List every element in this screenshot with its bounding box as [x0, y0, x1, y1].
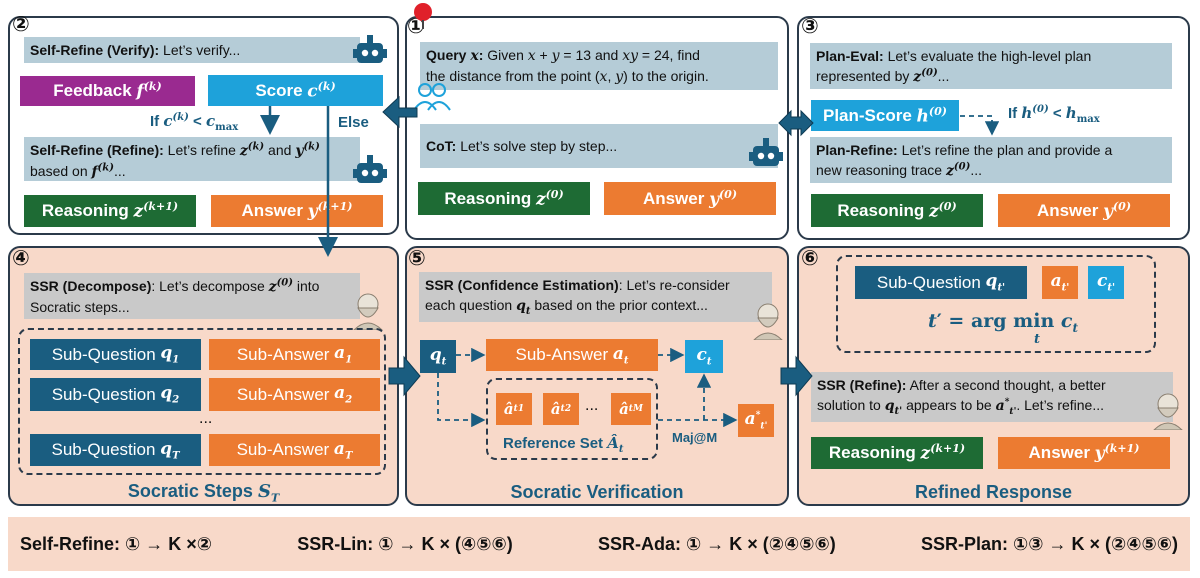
legend-ssr-plan: SSR-Plan: ①③ → K × (②④⑤⑥): [921, 533, 1178, 554]
majority-vote-label: Maj@M: [672, 430, 718, 445]
plan-score-tile: Plan-Score h(0): [811, 100, 959, 131]
robot-icon: [749, 138, 783, 166]
answer-tile: Answer y(k+1): [998, 437, 1170, 469]
score-condition-label: If c(k) < cmax: [150, 112, 239, 133]
sub-question-tile: Sub-Question qT: [30, 434, 201, 466]
reasoning-tile: Reasoning z(k+1): [24, 195, 196, 227]
robot-icon: [353, 35, 387, 63]
socrates-icon: [1153, 393, 1183, 430]
ct-tile: ct: [685, 340, 723, 373]
answer-tile: Answer y(k+1): [211, 195, 383, 227]
plan-refine-bar: Plan-Refine: Let’s refine the plan and p…: [810, 137, 1172, 183]
sub-question-tile: Sub-Question qt': [855, 266, 1027, 299]
plan-condition-label: If h(0) < hmax: [1008, 104, 1100, 125]
reference-ellipsis: ...: [585, 397, 599, 414]
answer-tile: Answer y(0): [998, 194, 1170, 227]
big-arrow-bidirectional: [778, 109, 814, 137]
reference-set-box: [486, 378, 658, 460]
feedback-tile: Feedback f(k): [20, 76, 195, 106]
a-star-tile: a*t': [738, 404, 774, 437]
query-bar: Query x: Given x + y = 13 and xy = 24, f…: [420, 42, 778, 90]
legend-ssr-ada: SSR-Ada: ① → K × (②④⑤⑥): [598, 533, 836, 554]
arrow-qt-to-refs: [437, 373, 486, 428]
sub-question-tile: Sub-Question q1: [30, 339, 201, 370]
ssr-confidence-bar: SSR (Confidence Estimation): Let’s re-co…: [419, 272, 772, 322]
sub-answer-tile: Sub-Answer a1: [209, 339, 380, 370]
sub-answer-tile: Sub-Answer at: [486, 339, 658, 371]
method-legend: Self-Refine: ① → K ×② SSR-Lin: ① → K × (…: [8, 517, 1190, 571]
reference-set-label: Reference Set Ât: [503, 434, 624, 455]
reasoning-tile: Reasoning z(0): [418, 182, 590, 215]
robot-icon: [353, 155, 387, 183]
else-label: Else: [338, 114, 369, 131]
legend-ssr-lin: SSR-Lin: ① → K × (④⑤⑥): [297, 533, 513, 554]
step-number-2: ②: [12, 12, 30, 36]
reasoning-tile: Reasoning z(k+1): [811, 437, 983, 469]
socrates-icon: [353, 293, 383, 330]
big-arrow-left: [382, 95, 418, 129]
sub-answer-tile: Sub-Answer a2: [209, 378, 380, 411]
sub-question-tile: Sub-Question q2: [30, 378, 201, 411]
socrates-icon: [753, 303, 783, 340]
plan-eval-bar: Plan-Eval: Let’s evaluate the high-level…: [810, 43, 1172, 89]
ct-tile: ct': [1088, 266, 1124, 299]
self-refine-verify-bar: Self-Refine (Verify): Let’s verify...: [24, 37, 360, 63]
step-number-5: ⑤: [408, 246, 426, 270]
qt-tile: qt: [420, 340, 456, 373]
self-refine-refine-bar: Self-Refine (Refine): Let’s refine z(k) …: [24, 137, 360, 181]
reasoning-tile: Reasoning z(0): [811, 194, 983, 227]
big-arrow-right: [780, 355, 813, 397]
big-arrow-right: [388, 355, 421, 397]
ellipsis: ...: [199, 410, 213, 427]
socratic-steps-caption: Socratic Steps ST: [127, 481, 280, 505]
at-tile: at': [1042, 266, 1078, 299]
step-number-6: ⑥: [801, 246, 819, 270]
score-tile: Score c(k): [208, 75, 383, 106]
sub-answer-tile: Sub-Answer aT: [209, 434, 380, 466]
answer-tile: Answer y(0): [604, 182, 776, 215]
legend-self-refine: Self-Refine: ① → K ×②: [20, 533, 213, 554]
cot-bar: CoT: Let’s solve step by step...: [420, 124, 778, 168]
arrow-plan-score-to-refine: [960, 115, 1000, 136]
pin-icon: [414, 3, 432, 29]
refined-response-caption: Refined Response: [914, 482, 1073, 502]
ssr-refine-bar: SSR (Refine): After a second thought, a …: [811, 372, 1173, 422]
argmin-formula: t′ = arg min ct t: [928, 310, 1079, 347]
step-number-3: ③: [801, 14, 819, 38]
ssr-decompose-bar: SSR (Decompose): Let’s decompose z(0) in…: [24, 273, 360, 319]
target-step-box: [836, 255, 1156, 353]
socratic-verification-caption: Socratic Verification: [510, 482, 684, 502]
step-number-4: ④: [12, 246, 30, 270]
socratic-steps-box: [18, 328, 386, 475]
